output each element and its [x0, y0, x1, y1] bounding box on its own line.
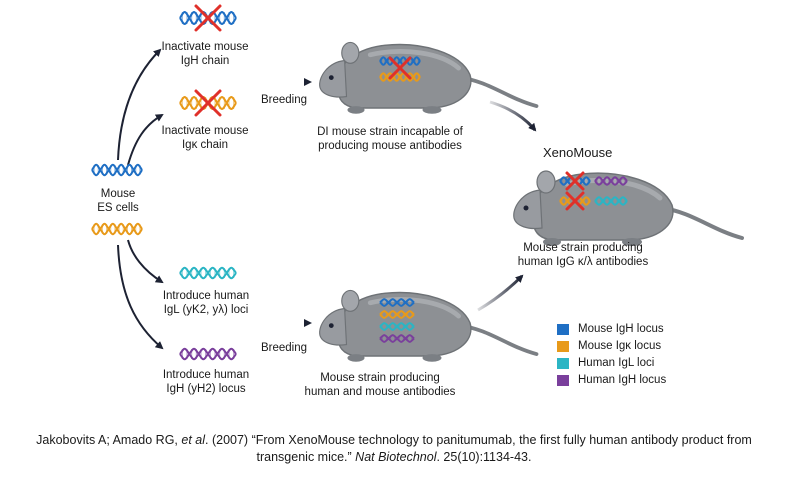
- xenomouse-icon: [513, 170, 744, 246]
- caption-line1: Jakobovits A; Amado RG, et al. (2007) “F…: [0, 432, 788, 449]
- legend-swatch: [557, 340, 569, 352]
- human-igh-dna-icon: [179, 347, 237, 361]
- introduce-igl-line2: IgL (yK2, yλ) loci: [163, 304, 249, 316]
- legend-label: Mouse IgH locus: [578, 323, 664, 335]
- legend-item: Human IgL loci: [557, 355, 666, 371]
- inactivate-igk-label: Inactivate mouse Igκ chain: [150, 124, 260, 152]
- legend-label: Human IgL loci: [578, 357, 655, 369]
- es-cells-mouse-igh-dna-icon: [91, 163, 143, 177]
- di-mouse-line2: producing mouse antibodies: [318, 140, 462, 152]
- legend-item: Mouse IgH locus: [557, 321, 666, 337]
- inactivate-igk-line1: Inactivate mouse: [161, 125, 249, 137]
- di-mouse-line1: DI mouse strain incapable of: [317, 126, 463, 138]
- igh-inactivation-cross-icon: [194, 4, 222, 32]
- introduce-igh-line1: Introduce human: [162, 369, 250, 381]
- human-igl-dna-icon: [179, 266, 237, 280]
- es-cells-line1: Mouse: [100, 188, 136, 200]
- mixed-antibody-mouse-icon: [319, 289, 539, 362]
- caption-line2: transgenic mice.” Nat Biotechnol. 25(10)…: [0, 449, 788, 466]
- caption-etal: et al: [181, 433, 206, 447]
- xenomouse-description: Mouse strain producing human IgG κ/λ ant…: [498, 241, 668, 269]
- inactivate-igh-label: Inactivate mouse IgH chain: [150, 40, 260, 68]
- caption-journal: Nat Biotechnol: [355, 450, 437, 464]
- mixed-mouse-label: Mouse strain producing human and mouse a…: [295, 371, 465, 399]
- breeding-top-label: Breeding: [260, 94, 308, 106]
- legend-label: Human IgH locus: [578, 374, 667, 386]
- arrow-to-human-igh: [117, 244, 164, 350]
- inactivate-igh-line1: Inactivate mouse: [161, 41, 249, 53]
- introduce-igh-line2: IgH (yH2) locus: [166, 383, 246, 395]
- inactivated-igh-dna-icon: [179, 11, 237, 25]
- xenomouse-desc-line1: Mouse strain producing: [523, 242, 643, 254]
- arrow-to-igk: [127, 113, 164, 166]
- mixed-mouse-line2: human and mouse antibodies: [304, 386, 456, 398]
- introduce-igh-label: Introduce human IgH (yH2) locus: [148, 368, 264, 396]
- legend-item: Mouse Igκ locus: [557, 338, 666, 354]
- xenomouse-title: XenoMouse: [543, 145, 613, 160]
- legend-swatch: [557, 374, 569, 386]
- legend-item: Human IgH locus: [557, 372, 666, 388]
- di-mouse-label: DI mouse strain incapable of producing m…: [300, 125, 480, 153]
- xenomouse-desc-line2: human IgG κ/λ antibodies: [517, 256, 649, 268]
- inactivate-igk-line2: Igκ chain: [181, 139, 229, 151]
- legend-swatch: [557, 357, 569, 369]
- introduce-igl-line1: Introduce human: [162, 290, 250, 302]
- arrow-mixed-to-xeno: [477, 274, 524, 312]
- es-cells-line2: ES cells: [97, 202, 139, 214]
- caption-volume: . 25(10):1134-43.: [436, 450, 532, 464]
- introduce-igl-label: Introduce human IgL (yK2, yλ) loci: [146, 289, 266, 317]
- caption-title-end: transgenic mice.”: [256, 450, 356, 464]
- di-mouse-icon: [319, 41, 539, 114]
- inactivate-igh-line2: IgH chain: [180, 55, 230, 67]
- legend: Mouse IgH locus Mouse Igκ locus Human Ig…: [557, 321, 666, 389]
- mixed-mouse-line1: Mouse strain producing: [320, 372, 440, 384]
- arrow-di-to-xeno: [489, 100, 537, 132]
- caption-title: . (2007) “From XenoMouse technology to p…: [205, 433, 752, 447]
- breeding-bottom-label: Breeding: [260, 342, 308, 354]
- es-cells-mouse-igk-dna-icon: [91, 222, 143, 236]
- es-cells-label: Mouse ES cells: [80, 187, 156, 215]
- arrow-to-igh: [117, 48, 162, 161]
- diagram-artwork: [91, 4, 744, 362]
- arrow-to-igl: [127, 239, 164, 284]
- igk-inactivation-cross-icon: [194, 89, 222, 117]
- caption-authors: Jakobovits A; Amado RG,: [36, 433, 182, 447]
- legend-label: Mouse Igκ locus: [578, 340, 662, 352]
- citation-caption: Jakobovits A; Amado RG, et al. (2007) “F…: [0, 432, 788, 466]
- legend-swatch: [557, 323, 569, 335]
